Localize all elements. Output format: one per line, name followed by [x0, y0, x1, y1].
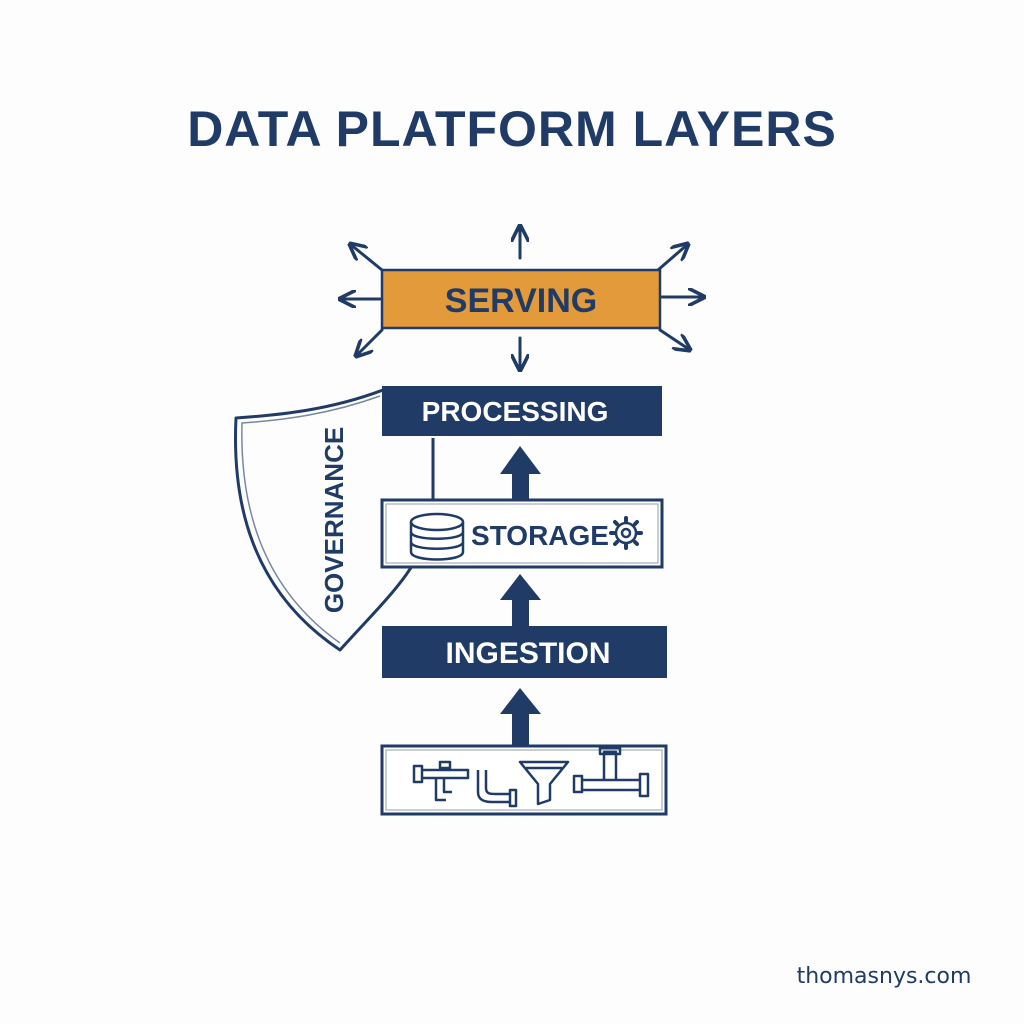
- governance-label: GOVERNANCE: [319, 427, 349, 613]
- processing-layer: PROCESSING: [382, 386, 662, 436]
- sources-box: [380, 744, 668, 816]
- serving-radiating-arrows: [340, 226, 704, 370]
- arrow-sources-to-ingestion: [500, 688, 541, 748]
- storage-layer: STORAGE: [380, 498, 664, 569]
- database-icon: [409, 512, 465, 561]
- serving-layer: SERVING: [380, 268, 662, 330]
- storage-label: STORAGE: [471, 520, 609, 551]
- gear-icon: [609, 516, 643, 550]
- serving-label: SERVING: [445, 282, 597, 320]
- arrow-up-right: [656, 244, 688, 272]
- processing-label: PROCESSING: [422, 396, 609, 427]
- diagram-title: DATA PLATFORM LAYERS: [187, 101, 837, 157]
- arrow-storage-to-processing: [500, 446, 541, 502]
- arrow-ingestion-to-storage: [500, 574, 541, 626]
- ingestion-label: INGESTION: [445, 637, 610, 670]
- governance-shield: GOVERNANCE: [234, 388, 434, 652]
- ingestion-layer: INGESTION: [382, 626, 667, 678]
- arrow-down-left: [356, 328, 384, 356]
- watermark: thomasnys.com: [797, 964, 972, 989]
- arrow-up-left: [350, 244, 384, 272]
- arrow-down-right: [658, 328, 690, 350]
- pipes-and-funnel-icon: [412, 746, 650, 808]
